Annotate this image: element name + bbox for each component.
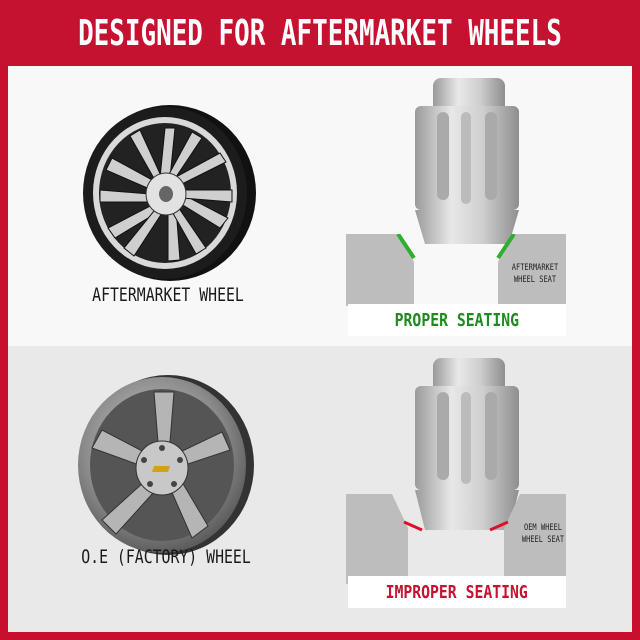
improper-seating-banner: IMPROPER SEATING (348, 576, 566, 608)
aftermarket-panel: AFTERMARKET WHEEL AFTERMARKET WHEEL SEAT… (8, 66, 632, 346)
proper-seating-banner: PROPER SEATING (348, 304, 566, 336)
header-banner: DESIGNED FOR AFTERMARKET WHEELS (0, 0, 640, 66)
factory-wheel-label: O.E (FACTORY) WHEEL (81, 546, 251, 568)
page-title: DESIGNED FOR AFTERMARKET WHEELS (78, 12, 562, 54)
seat-label: AFTERMARKET WHEEL SEAT (511, 263, 559, 285)
aftermarket-wheel-seat-diagram (346, 234, 566, 306)
lug-nut-icon (415, 78, 519, 244)
aftermarket-wheel-label: AFTERMARKET WHEEL (92, 284, 244, 306)
aftermarket-wheel-icon (83, 105, 256, 281)
factory-panel: O.E (FACTORY) WHEEL OEM WHEEL WHEEL SEAT… (8, 346, 632, 632)
status-badge: IMPROPER SEATING (385, 581, 529, 603)
factory-wheel-icon (78, 375, 254, 555)
lug-nut-icon (415, 358, 519, 530)
status-badge: PROPER SEATING (394, 309, 520, 331)
seat-label: OEM WHEEL WHEEL SEAT (521, 523, 565, 545)
oem-wheel-seat-diagram (346, 494, 566, 584)
